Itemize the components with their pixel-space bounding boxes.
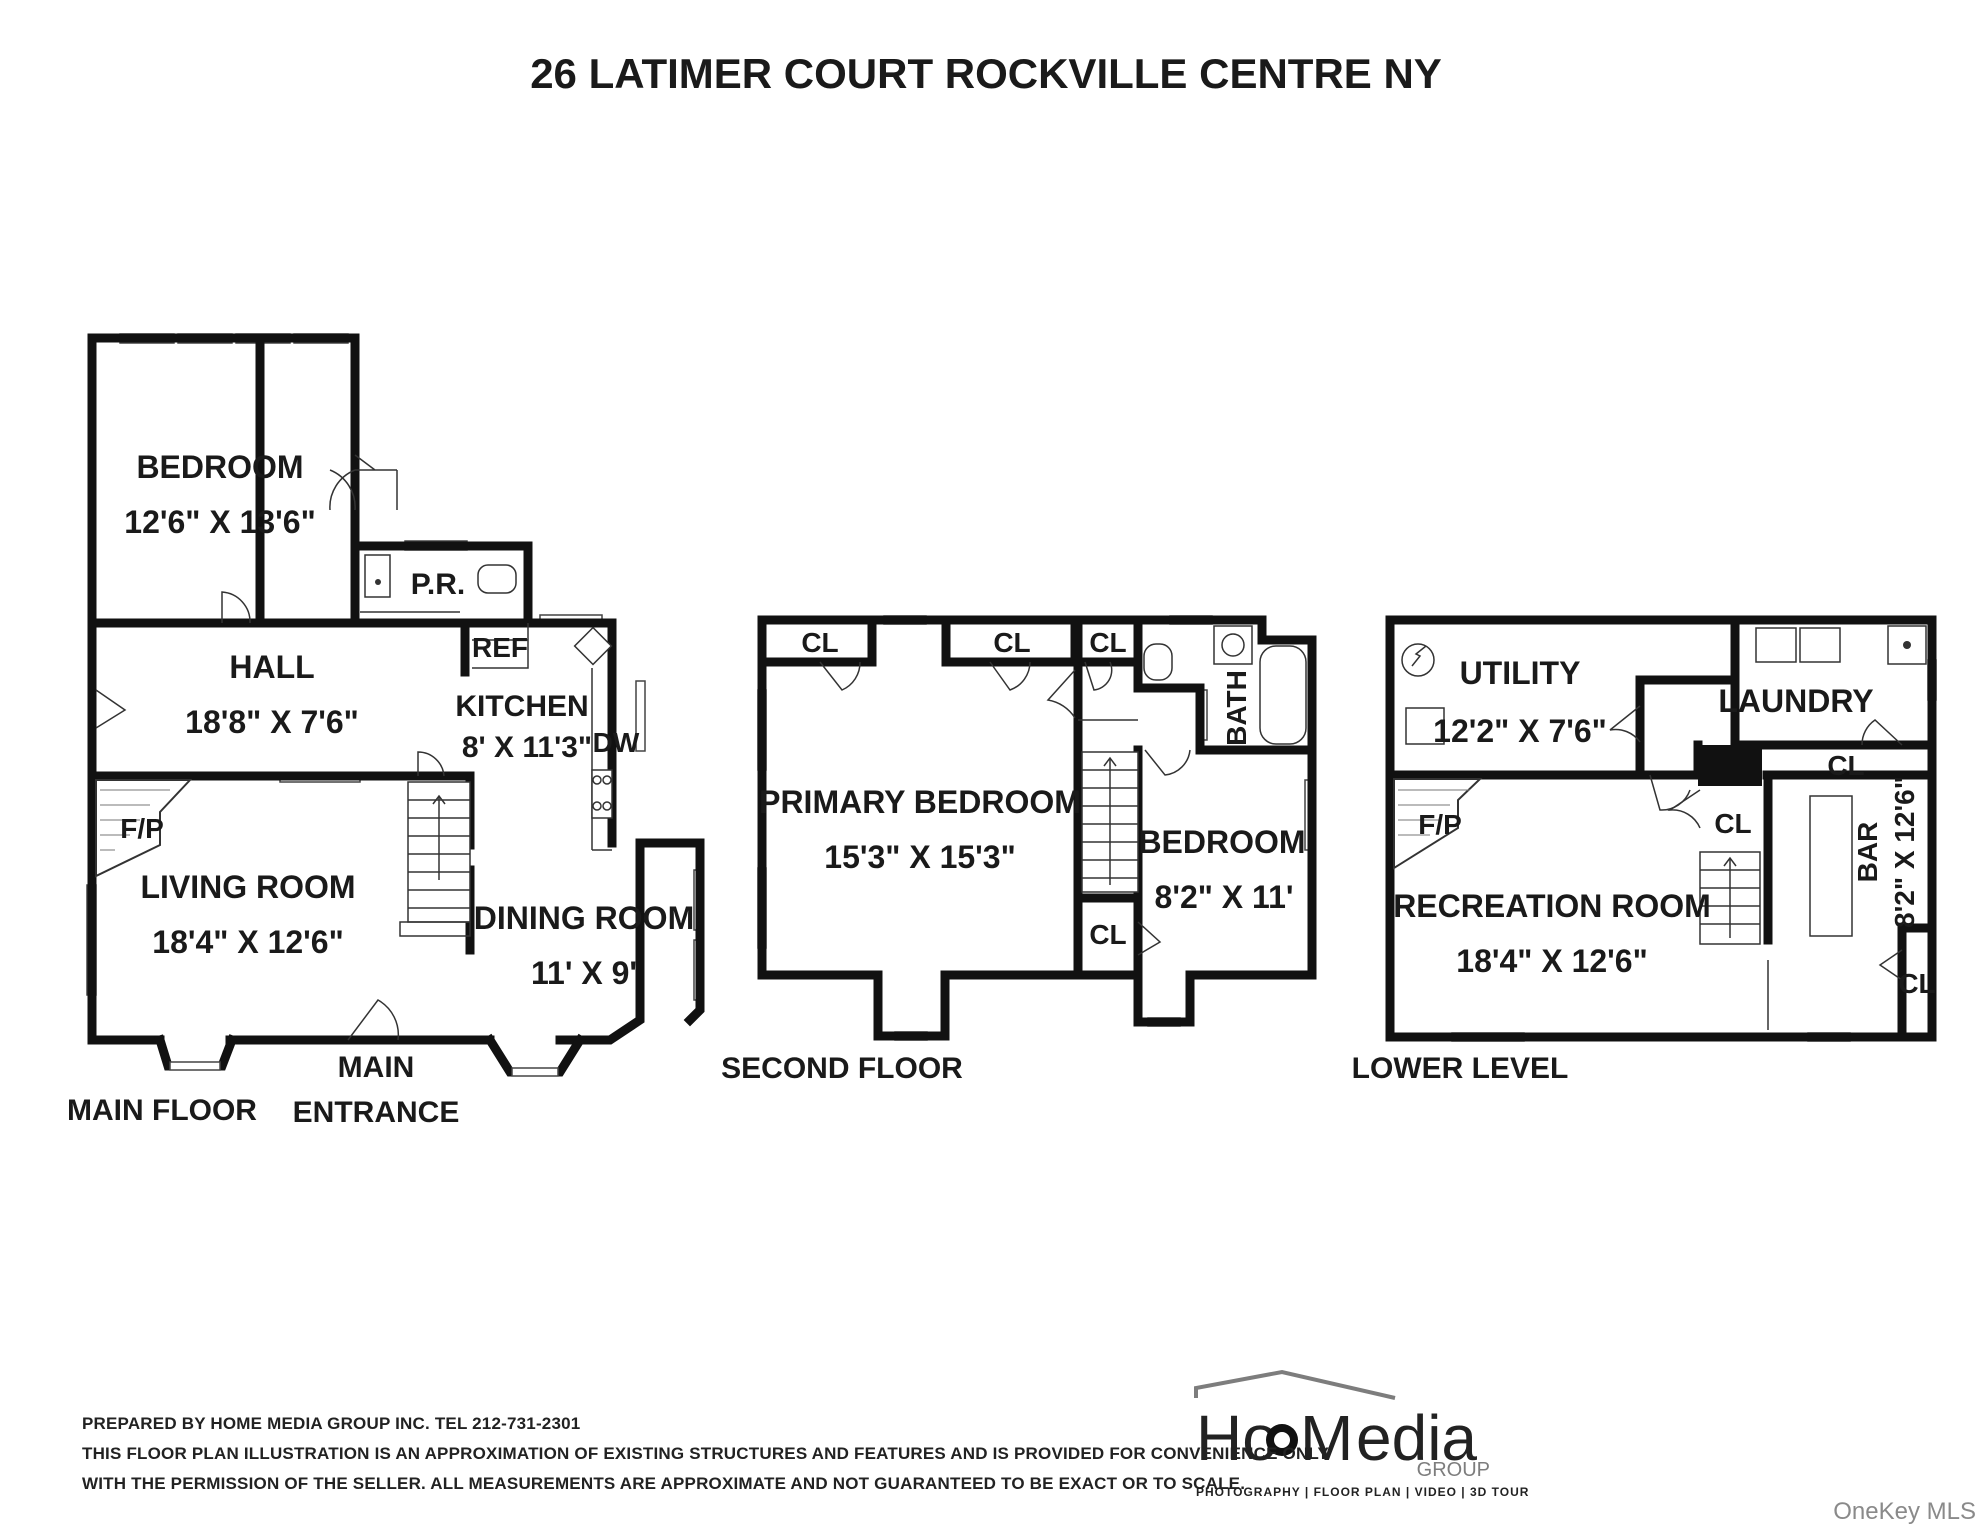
second-cl-1: CL [801,627,838,658]
ref-label: REF [472,632,528,663]
utility-name: UTILITY [1460,655,1581,691]
primary-bedroom-name: PRIMARY BEDROOM [759,784,1081,820]
living-room-dims: 18'4" X 12'6" [152,924,343,960]
second-cl-2: CL [993,627,1030,658]
second-floor-plan: CL CL CL CL PRIMARY BEDROOM 15'3" X 15'3… [721,615,1317,1085]
hall-dims: 18'8" X 7'6" [185,704,359,740]
recreation-room-dims: 18'4" X 12'6" [1456,943,1647,979]
onekey-watermark: OneKey MLS [1833,1498,1976,1525]
main-entrance-label-2: ENTRANCE [293,1096,460,1129]
laundry-name: LAUNDRY [1718,683,1873,719]
hall-name: HALL [229,649,314,685]
logo-group: GROUP [1417,1459,1490,1481]
main-entrance-label-1: MAIN [338,1051,415,1084]
living-room-name: LIVING ROOM [140,869,355,905]
disclaimer-line-1: PREPARED BY HOME MEDIA GROUP INC. TEL 21… [82,1414,581,1433]
main-fireplace-label: F/P [120,813,164,844]
main-floor-plan: BEDROOM 12'6" X 13'6" P.R. HALL 18'8" X … [67,333,705,1129]
dw-label: DW [593,727,640,758]
plan-title: 26 LATIMER COURT ROCKVILLE CENTRE NY [530,50,1442,97]
recreation-room-name: RECREATION ROOM [1393,888,1711,924]
dining-room-dims: 11' X 9' [531,955,637,991]
logo-name-b: edia [1356,1402,1477,1474]
logo-name-a: Ho [1196,1402,1278,1474]
lower-level-plan: UTILITY 12'2" X 7'6" LAUNDRY CL CL CL F/… [1352,615,1937,1085]
kitchen-dims: 8' X 11'3" [462,731,592,764]
second-bedroom-name: BEDROOM [1138,824,1305,860]
dining-room-name: DINING ROOM [474,900,694,936]
powder-room-name: P.R. [411,568,465,601]
kitchen-name: KITCHEN [455,690,588,723]
second-cl-3: CL [1089,627,1126,658]
lower-fireplace-label: F/P [1418,809,1462,840]
second-floor-label: SECOND FLOOR [721,1052,963,1085]
bath-label: BATH [1221,670,1252,746]
main-bedroom-name: BEDROOM [136,449,303,485]
bar-name: BAR [1852,822,1883,883]
disclaimer-line-3: WITH THE PERMISSION OF THE SELLER. ALL M… [82,1474,1246,1493]
utility-dims: 12'2" X 7'6" [1433,713,1607,749]
primary-bedroom-dims: 15'3" X 15'3" [824,839,1015,875]
main-floor-label: MAIN FLOOR [67,1094,257,1127]
homedia-logo: Ho M edia GROUP PHOTOGRAPHY | FLOOR PLAN… [1194,1369,1529,1499]
main-bedroom-dims: 12'6" X 13'6" [124,504,315,540]
lower-cl-3: CL [1898,968,1935,999]
disclaimer-line-2: THIS FLOOR PLAN ILLUSTRATION IS AN APPRO… [82,1444,1329,1463]
bar-dims: 8'2" X 12'6" [1889,776,1920,928]
lower-cl-2: CL [1714,808,1751,839]
second-bedroom-dims: 8'2" X 11' [1155,879,1294,915]
logo-tagline: PHOTOGRAPHY | FLOOR PLAN | VIDEO | 3D TO… [1196,1485,1529,1499]
lower-cl-1: CL [1827,750,1864,781]
logo-letter-m: M [1300,1402,1353,1474]
lower-level-label: LOWER LEVEL [1352,1052,1569,1085]
second-cl-4: CL [1089,919,1126,950]
